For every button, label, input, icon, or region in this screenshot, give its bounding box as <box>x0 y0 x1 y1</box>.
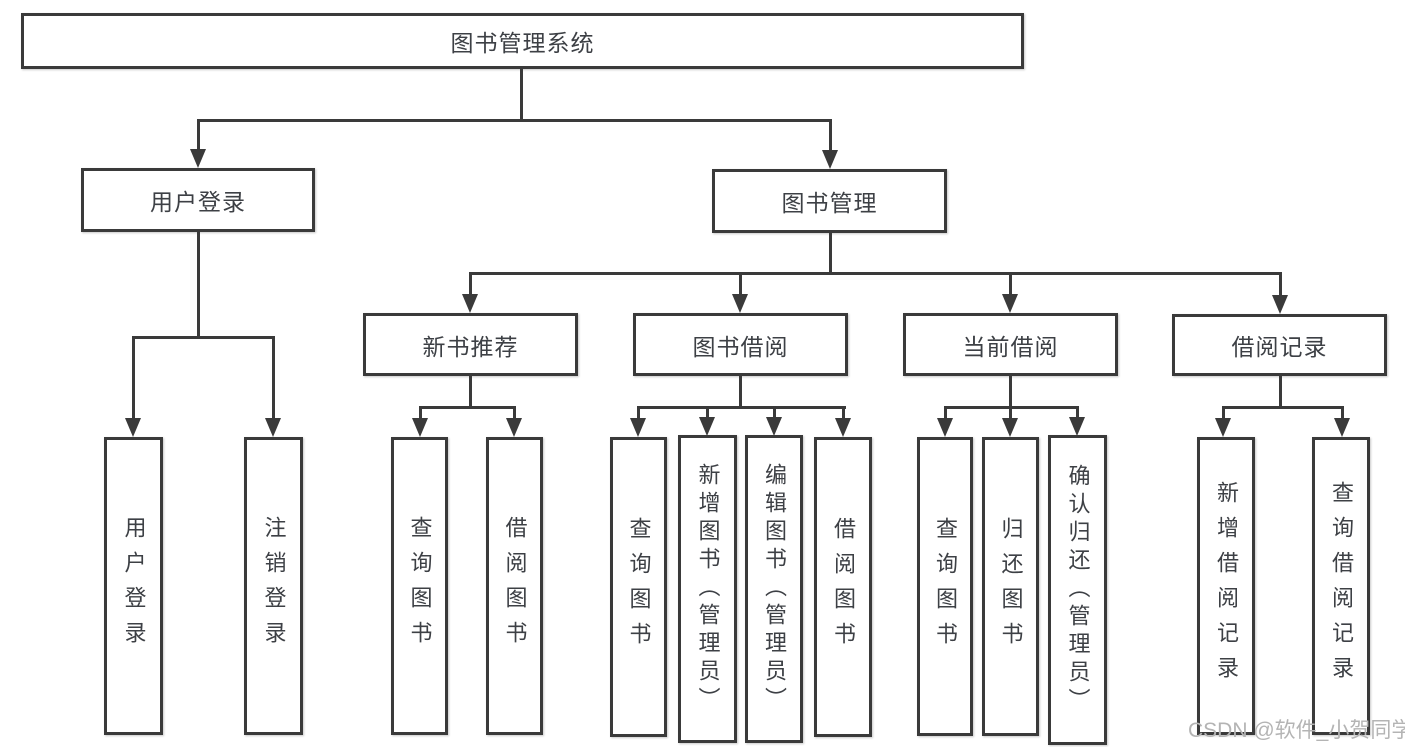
arrowhead-to-rec <box>462 294 478 313</box>
node-borrow-record-label: 借阅记录 <box>1231 334 1328 360</box>
connector-record-add-shaft <box>1222 406 1225 420</box>
arrowhead-to-login-user <box>125 418 141 437</box>
node-user-login-label: 用户登录 <box>150 189 246 215</box>
leaf-record-add: 新增借阅记录 <box>1197 437 1255 735</box>
connector-mgmt-stub <box>829 233 832 274</box>
node-user-login: 用户登录 <box>81 168 315 232</box>
leaf-record-query: 查询借阅记录 <box>1312 437 1370 735</box>
connector-current-confirm-shaft <box>1076 406 1079 420</box>
connector-login-bar <box>132 336 275 339</box>
leaf-borrow-query-book-label: 查询图书 <box>626 517 652 657</box>
leaf-rec-query-book: 查询图书 <box>391 437 448 735</box>
leaf-current-return-book: 归还图书 <box>982 437 1039 736</box>
node-book-management-label: 图书管理 <box>781 190 878 216</box>
connector-root-login-shaft <box>197 119 200 150</box>
arrowhead-to-record <box>1272 295 1288 314</box>
connector-record-stub <box>1279 376 1282 409</box>
arrowhead-to-current-query <box>937 418 953 437</box>
leaf-borrow-query-book: 查询图书 <box>610 437 667 737</box>
connector-rec-bar <box>419 406 516 409</box>
arrowhead-to-record-add <box>1215 418 1231 437</box>
leaf-logout-label: 注销登录 <box>261 516 287 656</box>
node-current-borrow-label: 当前借阅 <box>962 333 1059 360</box>
leaf-current-confirm-return-admin-label: 确认归还（管理员） <box>1065 464 1091 716</box>
connector-borrow-query-shaft <box>637 406 640 420</box>
leaf-record-add-label: 新增借阅记录 <box>1214 481 1239 691</box>
connector-current-stub <box>1009 376 1012 409</box>
arrowhead-to-rec-query <box>412 418 428 437</box>
connector-mgmt-bar <box>469 272 1282 275</box>
connector-login-logout-shaft <box>272 336 275 419</box>
leaf-current-confirm-return-admin: 确认归还（管理员） <box>1048 435 1107 745</box>
leaf-rec-borrow-book: 借阅图书 <box>486 437 543 735</box>
connector-root-mgmt-shaft <box>829 119 832 150</box>
arrowhead-to-current-return <box>1002 418 1018 437</box>
connector-borrow-stub <box>739 376 742 409</box>
node-book-borrow-label: 图书借阅 <box>692 333 789 360</box>
connector-borrow-edit-shaft <box>773 406 776 420</box>
arrowhead-to-borrow <box>732 294 748 313</box>
connector-login-user-shaft <box>132 336 135 419</box>
connector-rec-borrow-shaft <box>513 406 516 420</box>
leaf-borrow-borrow-book: 借阅图书 <box>814 437 872 737</box>
connector-root-stub <box>520 69 523 120</box>
connector-mgmt-rec-shaft <box>469 272 472 296</box>
arrowhead-to-record-query <box>1334 418 1350 437</box>
connector-root-bar <box>197 119 832 122</box>
arrowhead-to-rec-borrow <box>506 418 522 437</box>
connector-borrow-borrow-shaft <box>842 406 845 420</box>
leaf-current-query-book: 查询图书 <box>917 437 973 736</box>
leaf-logout: 注销登录 <box>244 437 303 735</box>
leaf-rec-query-book-label: 查询图书 <box>407 516 433 656</box>
connector-borrow-bar <box>637 406 846 409</box>
arrowhead-to-current <box>1002 294 1018 313</box>
leaf-borrow-borrow-book-label: 借阅图书 <box>831 517 856 657</box>
connector-record-bar <box>1222 406 1343 409</box>
connector-rec-query-shaft <box>419 406 422 420</box>
leaf-current-return-book-label: 归还图书 <box>998 516 1024 657</box>
connector-record-query-shaft <box>1341 406 1344 420</box>
leaf-user-login-label: 用户登录 <box>121 516 147 656</box>
connector-mgmt-record-shaft <box>1279 272 1282 296</box>
node-borrow-record: 借阅记录 <box>1172 314 1387 376</box>
arrowhead-to-login <box>190 149 206 168</box>
watermark: CSDN @软件_小贺同学 <box>1188 719 1405 742</box>
arrowhead-to-borrow-add <box>699 417 715 436</box>
arrowhead-to-mgmt <box>822 150 838 169</box>
arrowhead-to-borrow-query <box>630 418 646 437</box>
arrowhead-to-current-confirm <box>1069 417 1085 436</box>
leaf-current-query-book-label: 查询图书 <box>933 516 958 657</box>
leaf-borrow-edit-book-admin-label: 编辑图书（管理员） <box>762 463 787 715</box>
node-new-book-rec-label: 新书推荐 <box>422 333 519 360</box>
leaf-rec-borrow-book-label: 借阅图书 <box>502 516 528 656</box>
leaf-borrow-edit-book-admin: 编辑图书（管理员） <box>745 435 803 743</box>
arrowhead-to-borrow-edit <box>766 417 782 436</box>
node-book-management: 图书管理 <box>712 169 947 233</box>
leaf-borrow-add-book-admin: 新增图书（管理员） <box>678 435 737 743</box>
connector-login-stub <box>197 232 200 339</box>
leaf-record-query-label: 查询借阅记录 <box>1329 481 1354 691</box>
node-root-label: 图书管理系统 <box>450 30 595 56</box>
connector-rec-stub <box>469 376 472 409</box>
node-new-book-rec: 新书推荐 <box>363 313 578 376</box>
node-root: 图书管理系统 <box>21 13 1024 69</box>
node-book-borrow: 图书借阅 <box>633 313 848 376</box>
leaf-borrow-add-book-admin-label: 新增图书（管理员） <box>695 463 721 715</box>
connector-borrow-add-shaft <box>706 406 709 420</box>
connector-current-query-shaft <box>944 406 947 420</box>
connector-mgmt-borrow-shaft <box>739 272 742 296</box>
connector-current-return-shaft <box>1009 406 1012 420</box>
connector-mgmt-current-shaft <box>1009 272 1012 296</box>
leaf-user-login: 用户登录 <box>104 437 163 735</box>
arrowhead-to-borrow-borrow <box>835 418 851 437</box>
node-current-borrow: 当前借阅 <box>903 313 1118 376</box>
arrowhead-to-login-logout <box>265 418 281 437</box>
